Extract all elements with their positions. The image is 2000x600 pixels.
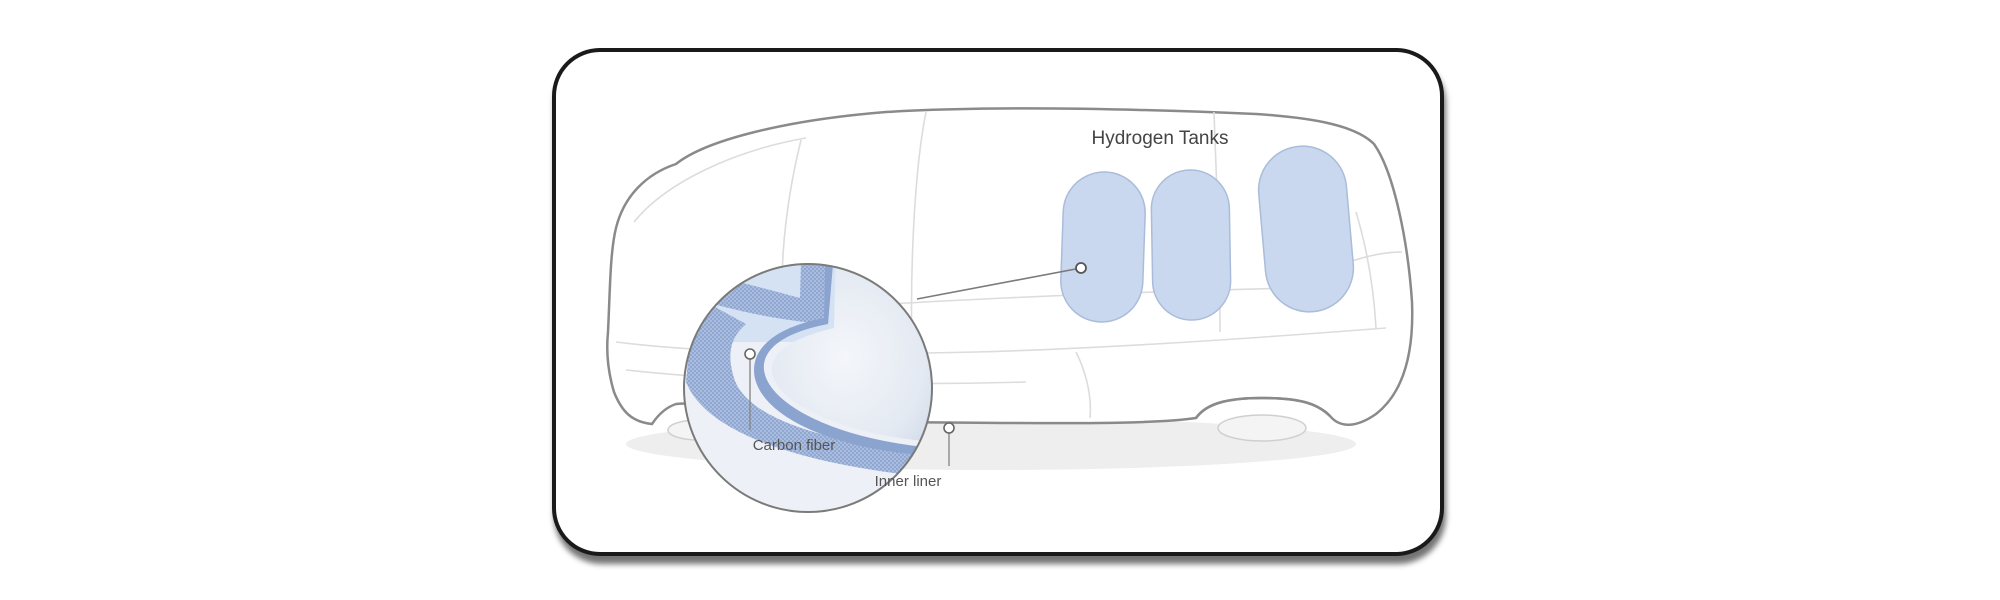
- rear-wheel: [1194, 396, 1331, 419]
- tank-2: [1150, 169, 1232, 321]
- hydrogen-tanks-title: Hydrogen Tanks: [1092, 128, 1229, 149]
- inner-liner-label: Inner liner: [875, 473, 942, 490]
- tank-3: [1257, 145, 1355, 313]
- hydrogen-car-diagram: Hydrogen Tanks Carbon fiber: [606, 107, 1414, 513]
- tank-1: [1060, 171, 1146, 323]
- carbon-fiber-dot: [744, 348, 756, 360]
- hydrogen-tanks: [1060, 145, 1355, 323]
- tank-callout-dot: [1075, 262, 1087, 274]
- figure-frame: Hydrogen Tanks Carbon fiber: [552, 48, 1444, 556]
- inner-liner-dot: [943, 422, 955, 434]
- magnifier-circle: [683, 263, 933, 513]
- magnifier-leader-line: [916, 267, 1082, 300]
- carbon-fiber-label: Carbon fiber: [753, 437, 836, 454]
- carbon-fiber-layer: [686, 264, 932, 478]
